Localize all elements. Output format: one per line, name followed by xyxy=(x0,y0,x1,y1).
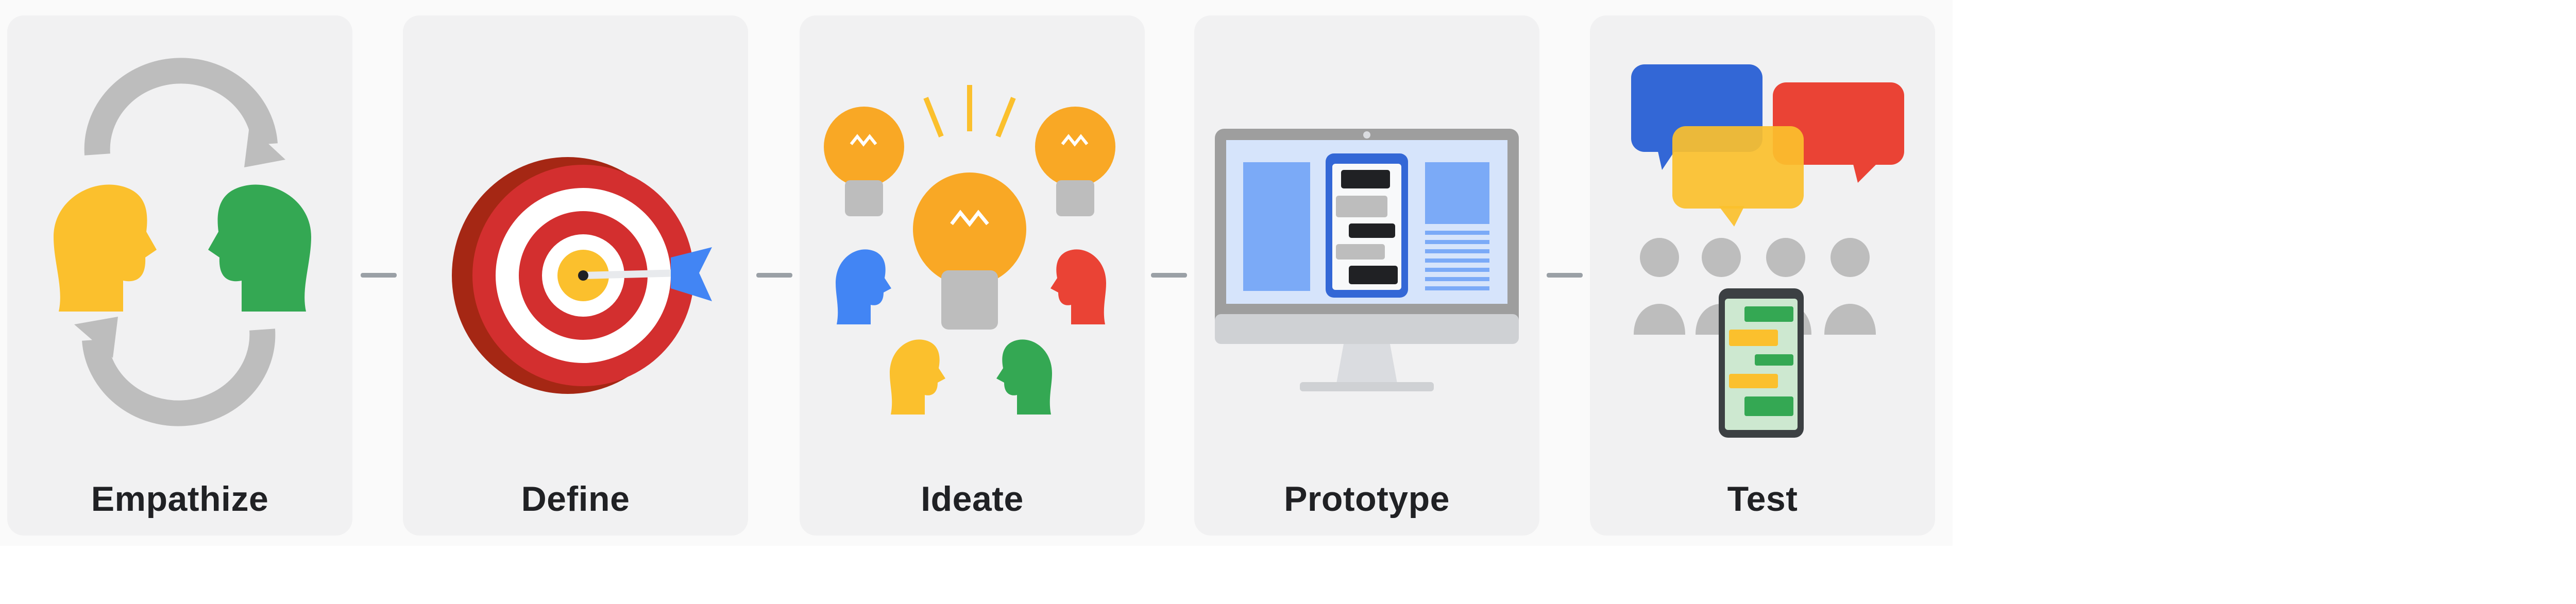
stage-label-test: Test xyxy=(1727,479,1798,519)
target-icon xyxy=(452,157,712,394)
lightbulb-icon xyxy=(824,85,1115,415)
stage-label-define: Define xyxy=(521,479,630,519)
monitor-icon xyxy=(1215,129,1519,391)
connector-line xyxy=(1151,273,1187,278)
stage-card-empathize: Empathize xyxy=(7,15,352,536)
design-thinking-process: Empathize Define xyxy=(7,15,1935,536)
stage-label-empathize: Empathize xyxy=(91,479,269,519)
stage-label-ideate: Ideate xyxy=(921,479,1024,519)
stage-card-test: Test xyxy=(1590,15,1935,536)
stage-card-ideate: Ideate xyxy=(800,15,1145,536)
connector-line xyxy=(361,273,397,278)
connector-line xyxy=(1547,273,1583,278)
stage-label-prototype: Prototype xyxy=(1284,479,1450,519)
stage-card-define: Define xyxy=(403,15,748,536)
user-testing-icon xyxy=(1631,64,1904,438)
stage-card-prototype: Prototype xyxy=(1194,15,1539,536)
empathize-icon xyxy=(54,58,311,426)
connector-line xyxy=(756,273,792,278)
